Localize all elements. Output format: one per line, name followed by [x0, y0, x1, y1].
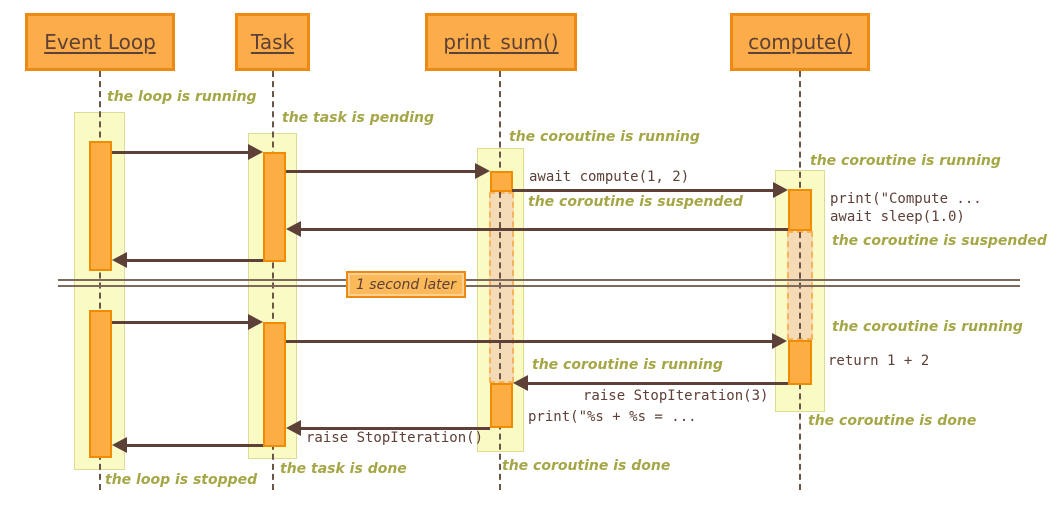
- print-sum-activation-1: [490, 171, 513, 192]
- label-raise-stopiteration-3: raise StopIteration(3): [583, 388, 769, 404]
- label-raise-stopiteration: raise StopIteration(): [306, 430, 484, 446]
- arrowhead-left-icon: [112, 437, 127, 453]
- task-activation-2: [263, 322, 286, 447]
- label-await-sleep: await sleep(1.0): [830, 209, 965, 225]
- participant-task: Task: [235, 13, 310, 71]
- note-compute-running-2: the coroutine is running: [832, 319, 1023, 335]
- arrowhead-right-icon: [248, 314, 263, 330]
- arrowhead-right-icon: [248, 144, 263, 160]
- task-activation-1: [263, 152, 286, 262]
- label-print-compute: print("Compute ...: [830, 191, 982, 207]
- note-compute-running-1: the coroutine is running: [810, 153, 1001, 169]
- arrowhead-left-icon: [286, 221, 301, 237]
- note-task-pending: the task is pending: [282, 110, 434, 126]
- arrow-task-to-printsum: [286, 170, 475, 173]
- arrow-loop-to-task-2: [112, 321, 248, 324]
- participant-event-loop: Event Loop: [25, 13, 175, 71]
- arrowhead-right-icon: [475, 163, 490, 179]
- note-printsum-running-2: the coroutine is running: [532, 357, 723, 373]
- divider-label-box: 1 second later: [346, 271, 466, 298]
- divider-line-bottom: [58, 285, 1020, 287]
- note-printsum-done: the coroutine is done: [502, 458, 671, 474]
- participant-print-sum: print_sum(): [425, 13, 577, 71]
- event-loop-activation-2: [89, 310, 112, 458]
- event-loop-activation-1: [89, 141, 112, 271]
- note-printsum-suspended: the coroutine is suspended: [528, 194, 743, 210]
- arrowhead-left-icon: [513, 375, 528, 391]
- arrowhead-left-icon: [112, 252, 127, 268]
- arrow-compute-to-task-return: [301, 228, 788, 231]
- divider-line-top: [58, 279, 1020, 281]
- note-compute-done: the coroutine is done: [808, 413, 977, 429]
- divider-label: 1 second later: [355, 276, 457, 293]
- participant-print-sum-label: print_sum(): [443, 30, 559, 54]
- arrow-task-to-loop-return: [127, 259, 263, 262]
- print-sum-suspended-activation: [489, 192, 514, 383]
- arrow-loop-to-task-1: [112, 151, 248, 154]
- arrow-printsum-to-task-return: [301, 427, 490, 430]
- label-print-result: print("%s + %s = ...: [528, 409, 697, 425]
- print-sum-activation-2: [490, 383, 513, 428]
- arrow-printsum-to-compute: [512, 189, 773, 192]
- note-printsum-running-1: the coroutine is running: [509, 129, 700, 145]
- arrow-task-to-compute: [286, 340, 772, 343]
- label-return-sum: return 1 + 2: [828, 353, 930, 369]
- compute-activation-2: [788, 340, 812, 385]
- participant-compute-label: compute(): [748, 30, 852, 54]
- arrow-compute-to-printsum-return: [528, 382, 788, 385]
- arrowhead-right-icon: [773, 182, 788, 198]
- note-loop-running: the loop is running: [107, 89, 257, 105]
- participant-compute: compute(): [730, 13, 870, 71]
- arrowhead-left-icon: [286, 420, 301, 436]
- note-compute-suspended: the coroutine is suspended: [832, 233, 1047, 249]
- note-task-done: the task is done: [280, 461, 407, 477]
- participant-event-loop-label: Event Loop: [44, 30, 156, 54]
- label-await-compute: await compute(1, 2): [529, 169, 690, 185]
- compute-activation-1: [788, 189, 812, 231]
- arrowhead-right-icon: [772, 333, 787, 349]
- note-loop-stopped: the loop is stopped: [105, 472, 258, 488]
- arrow-task-to-loop-final: [127, 444, 263, 447]
- participant-task-label: Task: [250, 30, 295, 54]
